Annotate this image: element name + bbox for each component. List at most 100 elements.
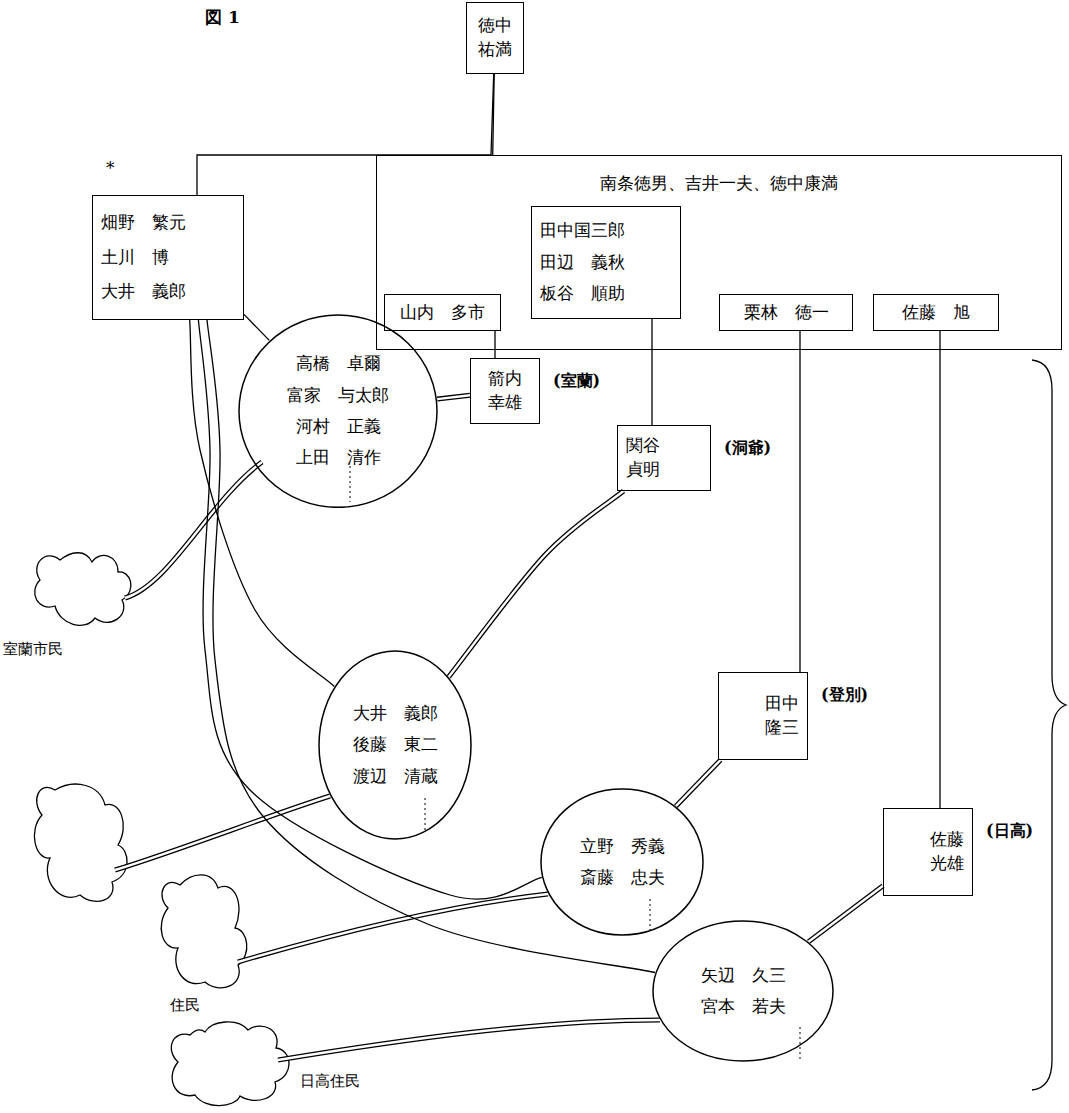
connector	[198, 320, 541, 899]
connector-line	[651, 319, 652, 425]
person-name: 山内 多市	[400, 301, 485, 325]
connector	[800, 331, 801, 672]
double-connector	[676, 760, 721, 806]
person-box: 田中国三郎田辺 義秋板谷 順助	[531, 206, 681, 319]
person-box: 畑野 繁元土川 博大井 義郎	[92, 195, 244, 320]
resident-blobs	[34, 553, 289, 1106]
person-name: 富家 与太郎	[287, 380, 389, 411]
person-box: 山内 多市	[384, 294, 501, 331]
double-line-outer	[125, 462, 262, 598]
connector	[652, 319, 653, 425]
person-name: 大井 義郎	[353, 698, 438, 729]
dotted-line	[425, 798, 426, 832]
member-circle: 高橋 卓爾富家 与太郎河村 正義上田 清作	[238, 314, 438, 508]
resident-blob	[161, 875, 247, 988]
person-name: 高橋 卓爾	[296, 348, 381, 379]
resident-blob	[171, 1022, 289, 1106]
brace	[1032, 360, 1066, 1090]
member-circle: 大井 義郎後藤 東二渡辺 清蔵	[318, 650, 472, 840]
resident-blob	[34, 784, 127, 901]
connector-inner	[437, 395, 470, 399]
group-heading: 南条徳男、吉井一夫、徳中康満	[377, 172, 1061, 195]
member-circle: 立野 秀義斎藤 忠夫	[540, 788, 704, 936]
person-name: 渡辺 清蔵	[353, 761, 438, 792]
continuation-dots	[350, 466, 800, 1060]
person-name: 佐藤 光雄	[928, 828, 964, 876]
connector-inner	[449, 491, 624, 677]
region-label: (洞爺)	[722, 438, 773, 459]
person-name: 上田 清作	[296, 442, 381, 473]
connector-line	[197, 74, 494, 195]
double-lines	[115, 462, 660, 1060]
figure-number: 図 1	[205, 6, 240, 29]
person-name: 板谷 順助	[540, 282, 625, 306]
connector-outer	[437, 395, 470, 399]
person-box: 徳中 祐満	[466, 2, 524, 74]
connector-line	[799, 331, 800, 672]
connector	[940, 331, 941, 808]
connector-inner	[676, 760, 721, 806]
person-name: 箭内 幸雄	[487, 367, 523, 415]
dotted-line	[800, 1027, 801, 1060]
circle-outline	[652, 920, 834, 1062]
region-label: (日高)	[984, 821, 1035, 842]
person-name: 大井 義郎	[101, 280, 186, 304]
connector-line	[244, 314, 269, 340]
double-connector	[437, 395, 470, 399]
person-name: 佐藤 旭	[902, 301, 970, 325]
person-box: 関谷 貞明(洞爺)	[617, 425, 711, 491]
circle-shape	[541, 789, 703, 935]
double-connector	[809, 886, 884, 942]
connector-line	[494, 331, 495, 358]
person-name: 栗林 徳一	[744, 301, 829, 325]
group-box: 南条徳男、吉井一夫、徳中康満田中国三郎田辺 義秋板谷 順助山内 多市 栗林 徳一 佐…	[376, 155, 1062, 350]
connector-inner	[809, 886, 884, 942]
annotation-label: 住民	[170, 996, 200, 1015]
double-line-outer	[238, 894, 548, 962]
person-name: 立野 秀義	[580, 831, 665, 862]
double-line-inner	[278, 1020, 660, 1060]
annotation-label: *	[106, 158, 115, 178]
double-line-inner	[238, 894, 548, 962]
circle-shape	[319, 651, 471, 839]
connector-line	[198, 320, 541, 899]
person-name: 土川 博	[101, 246, 169, 270]
annotation-label: 日高住民	[300, 1072, 360, 1091]
person-name: 後藤 東二	[353, 729, 438, 760]
connector-line	[939, 331, 940, 808]
person-box: 栗林 徳一	[719, 294, 853, 331]
person-name: 宮本 若夫	[701, 991, 786, 1022]
connector	[244, 314, 269, 340]
circle-outline	[238, 314, 438, 508]
double-line-outer	[115, 796, 330, 870]
person-name: 関谷 貞明	[626, 434, 662, 482]
person-box: 田中 隆三(登別)	[718, 672, 808, 760]
circle-shape	[653, 921, 833, 1061]
person-name: 田中国三郎	[540, 219, 625, 243]
connector	[197, 74, 494, 195]
person-name: 矢辺 久三	[701, 960, 786, 991]
circle-outline	[540, 788, 704, 936]
person-box: 佐藤 旭	[873, 294, 999, 331]
double-line-inner	[115, 796, 330, 870]
person-name: 斎藤 忠夫	[580, 862, 665, 893]
person-name: 畑野 繁元	[101, 211, 186, 235]
dotted-line	[350, 466, 351, 502]
resident-blob	[35, 553, 131, 626]
person-name: 田中 隆三	[763, 692, 799, 740]
annotation-label: 室蘭市民	[3, 640, 63, 659]
double-line-inner	[125, 462, 262, 598]
person-name: 徳中 祐満	[477, 14, 513, 62]
connector-outer	[809, 886, 884, 942]
dotted-line	[650, 899, 651, 934]
double-line-outer	[278, 1020, 660, 1060]
person-box: 佐藤 光雄(日高)	[883, 808, 973, 896]
person-name: 田辺 義秋	[540, 251, 625, 275]
region-label: (登別)	[819, 685, 870, 706]
circle-shape	[239, 315, 437, 507]
region-label: (室蘭)	[551, 371, 602, 392]
person-name: 河村 正義	[296, 411, 381, 442]
